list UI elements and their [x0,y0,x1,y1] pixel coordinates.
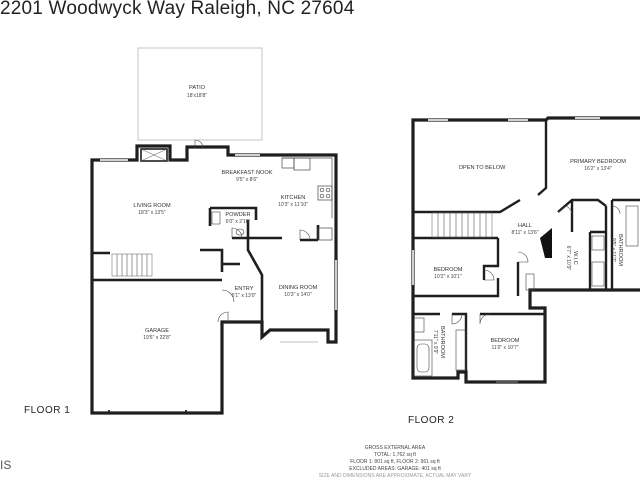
floor2-doors [451,205,621,325]
floor1-doors [217,227,311,323]
floor-2-plan: OPEN TO BELOW PRIMARY BEDROOM 16'2" x 13… [411,116,640,384]
summary-floors: FLOOR 1: 801 sq ft, FLOOR 2: 961 sq ft [350,459,440,465]
breakfast-dims: 9'5" x 8'6" [236,177,258,183]
patio-name: PATIO [189,85,206,91]
floor2-stairs [431,212,493,238]
floor-1-label: FLOOR 1 [24,405,71,416]
bedroom-a-name: BEDROOM [434,267,463,273]
bedroom-b-name: BEDROOM [491,338,520,344]
floor1-stairs [92,253,222,282]
summary-excluded: EXCLUDED AREAS: GARAGE: 401 sq ft [349,466,441,472]
powder-name: POWDER [225,212,250,218]
entry-name: ENTRY [235,286,254,292]
powder-dims: 6'0" x 2'10" [226,219,251,225]
kitchen-name: KITCHEN [281,195,306,201]
floor2-windows [412,117,600,383]
wic-name: W.I.C [572,251,578,265]
attic-access [540,228,552,258]
dining-name: DINING ROOM [279,285,318,291]
floor1-exterior-walls [90,144,338,415]
floor2-interior-walls [413,120,640,382]
open-below-name: OPEN TO BELOW [459,165,506,171]
floor1-interior-walls [92,206,320,322]
bedroom-b-dims: 11'0" x 10'7" [491,345,518,351]
corner-mark: IS [0,458,12,472]
dining-dims: 10'3" x 14'0" [284,292,312,298]
floor1-windows [100,154,337,343]
entry-dims: 6'1" x 13'0" [232,293,257,299]
living-name: LIVING ROOM [133,203,171,209]
primary-bath-name: BATHROOM [617,234,623,266]
hall-dims: 8'11" x 13'6" [511,230,538,236]
page-title: 2201 Woodwyck Way Raleigh, NC 27604 [0,0,355,19]
bathroom-dims: 7'11" x 9'9" [432,330,438,354]
bedroom-a-dims: 10'2" x 10'1" [434,274,462,280]
living-dims: 18'3" x 13'5" [138,210,166,216]
patio-door [194,139,204,149]
primary-bedroom-name: PRIMARY BEDROOM [570,159,626,165]
bathroom-name: BATHROOM [439,326,445,358]
floor-1-plan: PATIO 18'x18'8" BREAKFAST NOOK 9'5" x 8'… [90,47,338,415]
patio-dims: 18'x18'8" [187,93,207,99]
kitchen-dims: 10'3" x 11'10" [278,202,308,208]
garage-door [108,410,187,412]
powder-fixtures [211,211,245,236]
summary-disclaimer: SIZE AND DIMENSIONS ARE APPROXIMATE, ACT… [318,473,472,479]
area-summary: GROSS EXTERNAL AREA TOTAL: 1,762 sq ft F… [300,445,490,480]
garage-name: GARAGE [145,328,169,334]
summary-heading: GROSS EXTERNAL AREA [364,445,426,451]
floor-2-label: FLOOR 2 [408,415,455,426]
hall-name: HALL [518,223,532,229]
wic-dims: 6'7" x 10'9" [565,246,571,271]
garage-dims: 19'6" x 22'8" [143,335,171,341]
kitchen-fixtures [281,157,333,241]
primary-bedroom-dims: 16'2" x 13'4" [584,166,612,172]
summary-total: TOTAL: 1,762 sq ft [374,452,416,458]
breakfast-name: BREAKFAST NOOK [222,170,273,176]
floor2-bath-fixtures [413,205,639,377]
patio-outline [137,47,263,141]
fireplace [140,148,168,162]
primary-bath-dims: 9'5" x 11'7" [610,238,616,262]
